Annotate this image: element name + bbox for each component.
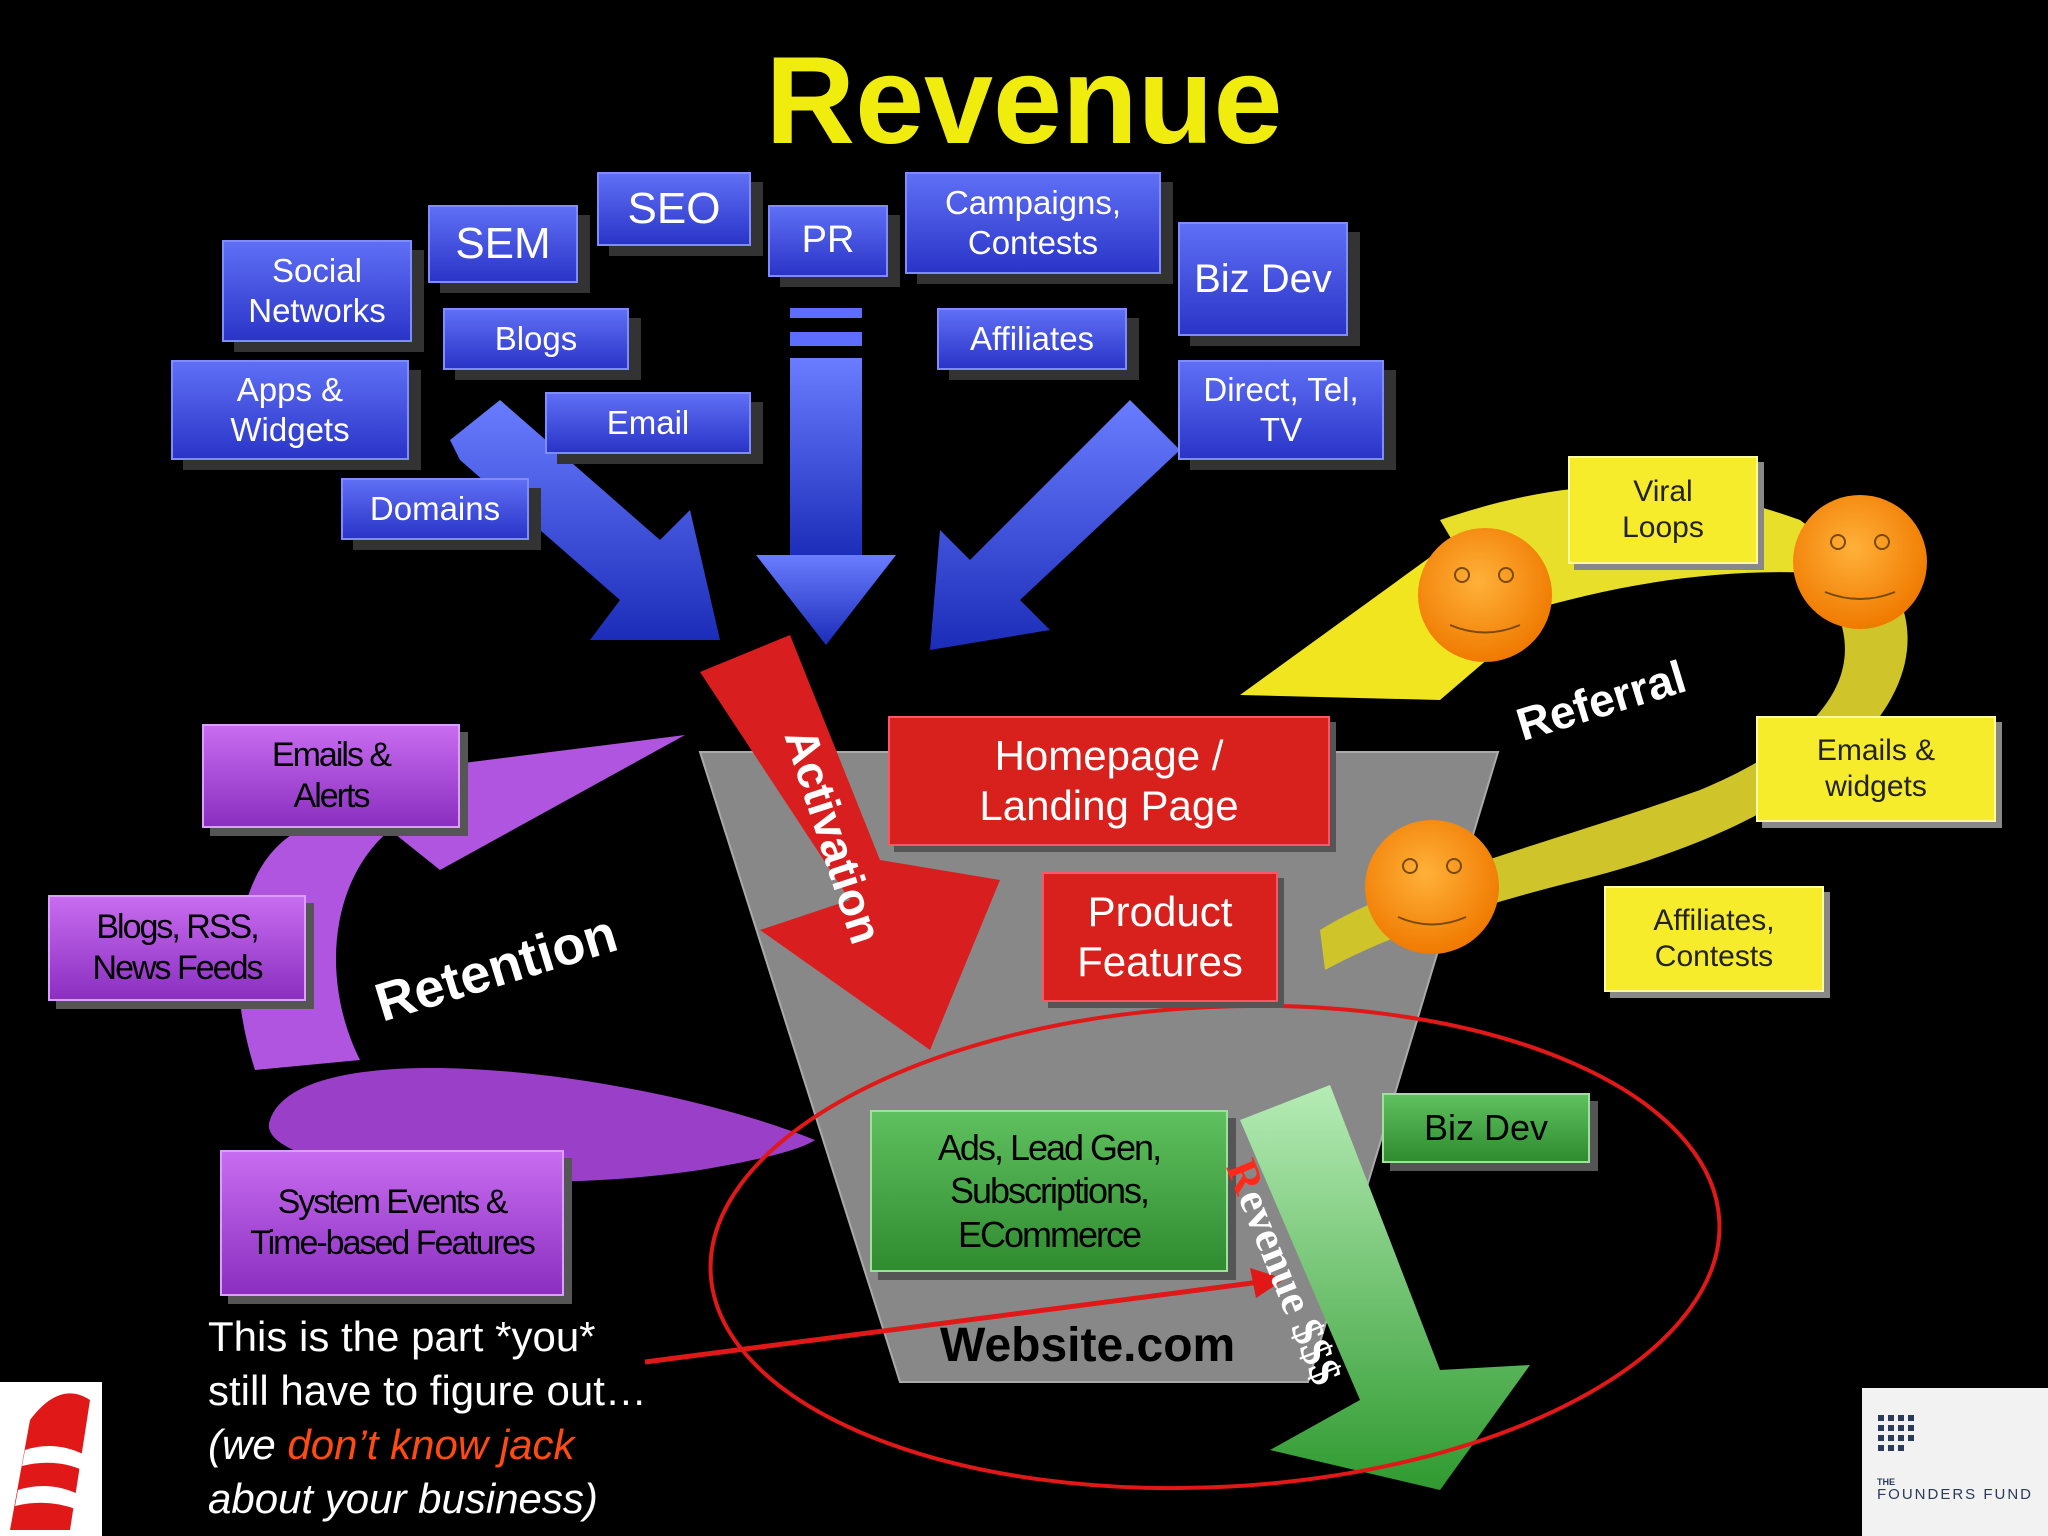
channel-seo: SEO bbox=[597, 172, 751, 246]
blue-arrow-right bbox=[930, 400, 1180, 650]
note-highlight: don’t know jack bbox=[287, 1421, 575, 1468]
note-line-3: (we don’t know jack bbox=[208, 1418, 647, 1472]
affiliates-contests: Affiliates, Contests bbox=[1604, 886, 1824, 992]
blue-arrow-left bbox=[450, 400, 720, 640]
emails-alerts: Emails & Alerts bbox=[202, 724, 460, 828]
note-text: This is the part *you* still have to fig… bbox=[208, 1310, 647, 1526]
smiley-face-2 bbox=[1793, 495, 1927, 629]
founders-fund-the: THE bbox=[1877, 1477, 1895, 1487]
homepage-landing-page: Homepage / Landing Page bbox=[888, 716, 1330, 846]
channel-apps-widgets: Apps & Widgets bbox=[171, 360, 409, 460]
channel-email: Email bbox=[545, 392, 751, 454]
note-line-3-open: (we bbox=[208, 1421, 288, 1468]
blue-arrow-center-head bbox=[756, 555, 896, 645]
channel-sem: SEM bbox=[428, 205, 578, 283]
channel-biz-dev: Biz Dev bbox=[1178, 222, 1348, 336]
cat-in-hat-logo bbox=[0, 1382, 102, 1536]
viral-loops: Viral Loops bbox=[1568, 456, 1758, 564]
blue-arrow-center-shaft bbox=[790, 358, 862, 558]
channel-domains: Domains bbox=[341, 478, 529, 540]
ads-leadgen-subscriptions-ecommerce: Ads, Lead Gen, Subscriptions, ECommerce bbox=[870, 1110, 1228, 1272]
revenue-arrow bbox=[1240, 1085, 1530, 1490]
channel-pr: PR bbox=[768, 205, 888, 277]
system-events-time-based-features: System Events & Time-based Features bbox=[220, 1150, 564, 1296]
smiley-face-1 bbox=[1418, 528, 1552, 662]
product-features: Product Features bbox=[1042, 872, 1278, 1002]
pointer-arrowhead bbox=[1250, 1268, 1285, 1298]
note-line-1: This is the part *you* bbox=[208, 1313, 596, 1360]
channel-blogs: Blogs bbox=[443, 308, 629, 370]
channel-campaigns-contests: Campaigns, Contests bbox=[905, 172, 1161, 274]
activation-arrow bbox=[700, 635, 1000, 1050]
emails-widgets: Emails & widgets bbox=[1756, 716, 1996, 822]
funnel-biz-dev: Biz Dev bbox=[1382, 1093, 1590, 1163]
channel-affiliates: Affiliates bbox=[937, 308, 1127, 370]
channel-direct-tel-tv: Direct, Tel, TV bbox=[1178, 360, 1384, 460]
revenue-highlight-ellipse bbox=[708, 1003, 1722, 1491]
smiley-face-3 bbox=[1365, 820, 1499, 954]
note-line-4: about your business) bbox=[208, 1475, 598, 1522]
channel-social-networks: Social Networks bbox=[222, 240, 412, 342]
page-title: Revenue bbox=[765, 32, 1283, 170]
pointer-arrow-line bbox=[644, 1279, 1261, 1365]
founders-fund-name: FOUNDERS FUND bbox=[1877, 1486, 2033, 1503]
website-label: Website.com bbox=[940, 1319, 1236, 1372]
blogs-rss-news-feeds: Blogs, RSS, News Feeds bbox=[48, 895, 306, 1001]
note-line-2: still have to figure out… bbox=[208, 1367, 647, 1414]
founders-fund-logo bbox=[1862, 1388, 2048, 1536]
